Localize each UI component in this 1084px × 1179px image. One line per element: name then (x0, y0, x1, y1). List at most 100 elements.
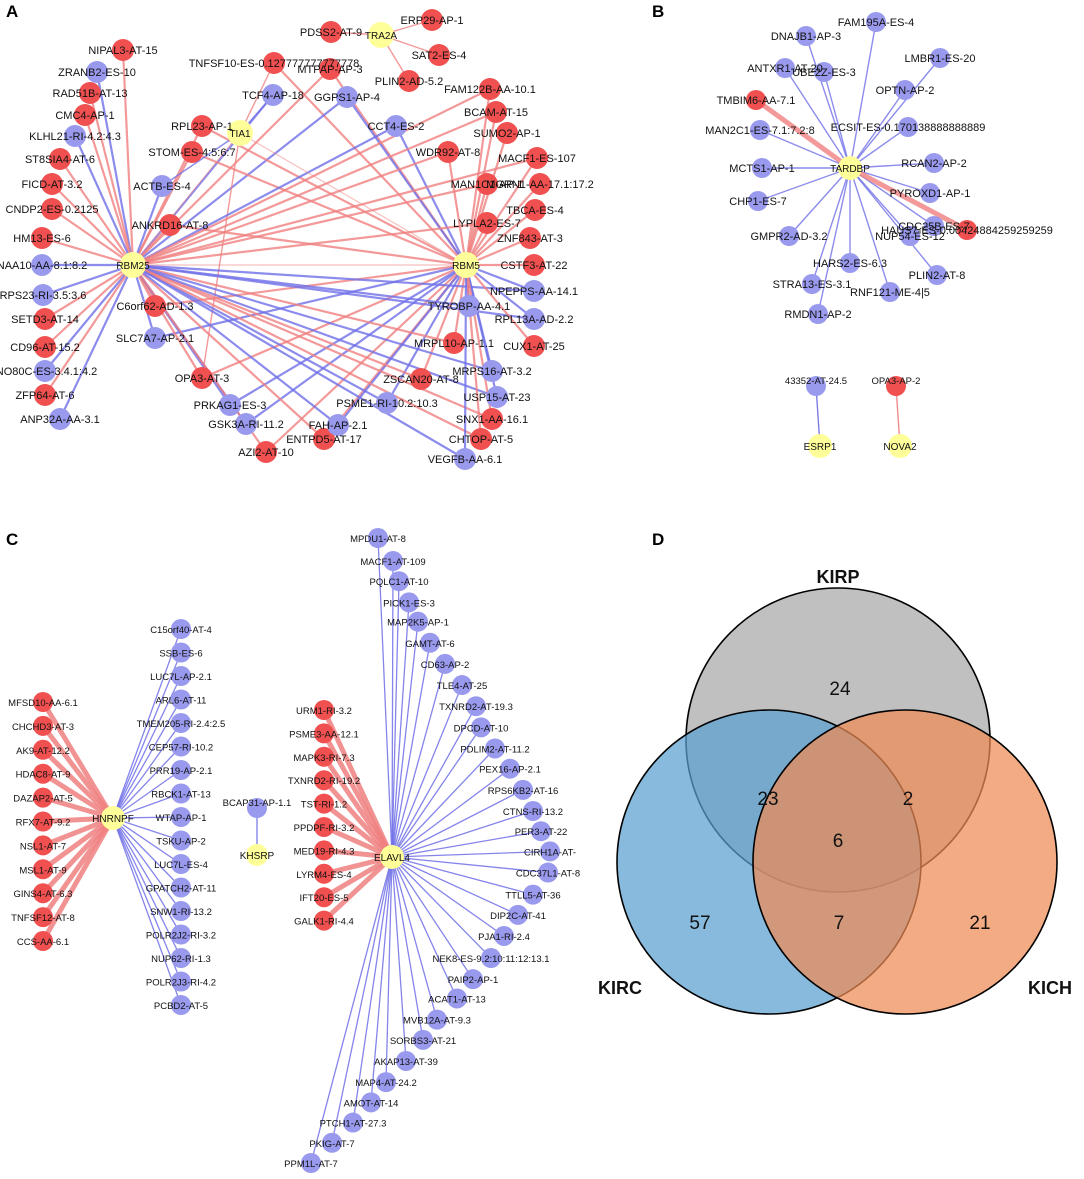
node-erp29-ap-1 (421, 9, 443, 31)
network-edge (40, 816, 116, 943)
node-lmbr1-es-20 (930, 48, 950, 68)
node-haus7-es-0-00424884259259259 (957, 220, 977, 240)
network-edge (239, 132, 467, 266)
node-label-polr2j2-ri-3-2: POLR2J2-RI-3.2 (146, 931, 216, 942)
network-edge (51, 183, 134, 266)
node-label-opa3-at-3: OPA3-AT-3 (175, 373, 230, 385)
network-edge (44, 264, 134, 320)
network-edge (132, 263, 498, 399)
network-edge (132, 264, 325, 440)
node-label-rps6kb2-at-16: RPS6KB2-AT-16 (488, 786, 559, 797)
node-label-lyrm4-es-4: LYRM4-ES-4 (296, 870, 351, 881)
node-label-cct4-es-2: CCT4-ES-2 (368, 121, 425, 133)
node-plin2-at-8 (927, 265, 947, 285)
network-edge (817, 167, 851, 315)
node-label-arl6-at-11: ARL6-AT-11 (156, 696, 207, 707)
node-label-mrps16-at-3-2: MRPS16-AT-3.2 (452, 366, 531, 378)
node-label-setd3-at-14: SETD3-AT-14 (11, 314, 79, 326)
network-edge (391, 663, 446, 858)
node-label-esrp1: ESRP1 (804, 442, 837, 453)
network-edge (51, 208, 134, 266)
network-edge (446, 151, 468, 266)
network-edge (823, 71, 851, 169)
node-label-txnrd2-ri-19-2: TXNRD2-RI-19.2 (288, 776, 360, 787)
network-edge (132, 263, 455, 345)
node-ppm1l-at-7 (301, 1153, 321, 1173)
node-mcts1-ap-1 (752, 158, 772, 178)
node-label-amot-at-14: AMOT-AT-14 (344, 1098, 399, 1109)
network-edge (95, 71, 135, 266)
network-edge (44, 264, 134, 396)
network-edge (154, 263, 467, 308)
node-tyrobp-aa-4-1 (458, 295, 480, 317)
venn-set-label-kirc: KIRC (598, 978, 642, 998)
node-label-ctns-ri-13-2: CTNS-RI-13.2 (503, 807, 563, 818)
node-hnrnpf (101, 806, 125, 830)
venn-region-kirp-kirc: 23 (757, 789, 778, 810)
network-edge (759, 129, 851, 169)
node-label-gmpr2-ad-3-2: GMPR2-AD-3.2 (750, 231, 827, 243)
node-label-fah-ap-2-1: FAH-AP-2.1 (309, 420, 368, 432)
network-edge (112, 652, 182, 819)
node-label-mapk3-ri-7-3: MAPK3-RI-7.3 (293, 753, 354, 764)
network-edge (132, 125, 397, 266)
node-optn-ap-2 (895, 80, 915, 100)
node-tle4-at-25 (452, 675, 472, 696)
node-label-cmc4-ap-1: CMC4-AP-1 (55, 110, 114, 122)
node-label-rpl23-ap-1: RPL23-AP-1 (171, 121, 233, 133)
node-gamt-at-6 (420, 632, 440, 653)
network-edge (132, 264, 466, 460)
node-label-rbck1-at-13: RBCK1-AT-13 (151, 790, 210, 801)
node-map4-at-24-2 (376, 1072, 396, 1093)
node-naa10-aa-8-1-8-2 (31, 254, 53, 276)
node-label-tmem205-ri-2-4-2-5: TMEM205-RI-2.4:2.5 (137, 719, 226, 730)
node-bcam-at-15 (485, 101, 507, 123)
node-per3-at-22 (531, 821, 551, 842)
network-edge (849, 167, 931, 194)
node-label-chtop-at-5: CHTOP-AT-5 (449, 434, 513, 446)
node-luc7l-es-4 (171, 854, 191, 874)
node-psme1-ri-10-2-10-3 (376, 392, 398, 414)
node-label-actb-es-4: ACTB-ES-4 (133, 181, 190, 193)
network-edge (59, 158, 134, 266)
node-tst-ri-1-2 (314, 793, 334, 814)
network-edge (44, 264, 134, 372)
node-rpl23-ap-1 (191, 115, 213, 137)
node-pex16-ap-2-1 (500, 758, 520, 779)
node-ssb-es-6 (171, 642, 191, 663)
network-edge (391, 768, 511, 858)
network-edge (112, 817, 182, 865)
node-elavl4 (380, 845, 404, 869)
node-tmem205-ri-2-4-2-5 (171, 713, 191, 733)
node-label-st8sia4-at-6: ST8SIA4-AT-6 (25, 154, 95, 166)
node-label-cd63-ap-2: CD63-AP-2 (421, 660, 470, 671)
node-pqlc1-at-10 (389, 571, 409, 592)
node-galk1-ri-4-4 (314, 910, 334, 931)
node-label-ppdpf-ri-3-2: PPDPF-RI-3.2 (294, 823, 355, 834)
node-label-hm13-es-6: HM13-ES-6 (13, 233, 70, 245)
node-nup54-es-12 (900, 226, 920, 246)
node-label-gpatch2-at-11: GPATCH2-AT-11 (146, 884, 217, 895)
node-label-lmbr1-es-20: LMBR1-ES-20 (905, 53, 976, 65)
node-label-ift20-es-5: IFT20-ES-5 (299, 893, 348, 904)
network-edge (112, 817, 182, 912)
node-rnf121-me-4-5 (880, 282, 900, 302)
node-label-man2c1-es-7-1-7-2-8: MAN2C1-ES-7.1:7.2:8 (705, 125, 814, 137)
node-label-anp32a-aa-3-1: ANP32A-AA-3.1 (20, 414, 99, 426)
node-label-cep57-ri-10-2: CEP57-RI-10.2 (149, 743, 213, 754)
node-mfsd10-aa-6-1 (33, 692, 53, 712)
network-edge (391, 856, 474, 980)
node-opa3-ap-2 (886, 376, 906, 396)
node-label-nup54-es-12: NUP54-ES-12 (875, 231, 945, 243)
node-mrpl10-ap-1-1 (443, 332, 465, 354)
node-cct4-es-2 (385, 115, 407, 137)
node-label-prkag1-es-3: PRKAG1-ES-3 (194, 400, 267, 412)
node-label-snx1-aa-16-1: SNX1-AA-16.1 (456, 414, 528, 426)
network-edge (121, 49, 135, 266)
node-label-ggps1-ap-4: GGPS1-AP-4 (314, 92, 380, 104)
node-label-tra2a: TRA2A (365, 31, 398, 42)
node-antxr1-at-20 (775, 58, 795, 78)
node-mtpap-ap-3 (319, 58, 341, 80)
node-label-fam122b-aa-10-1: FAM122B-AA-10.1 (444, 84, 536, 96)
node-label-opa3-ap-2: OPA3-AP-2 (872, 376, 921, 387)
